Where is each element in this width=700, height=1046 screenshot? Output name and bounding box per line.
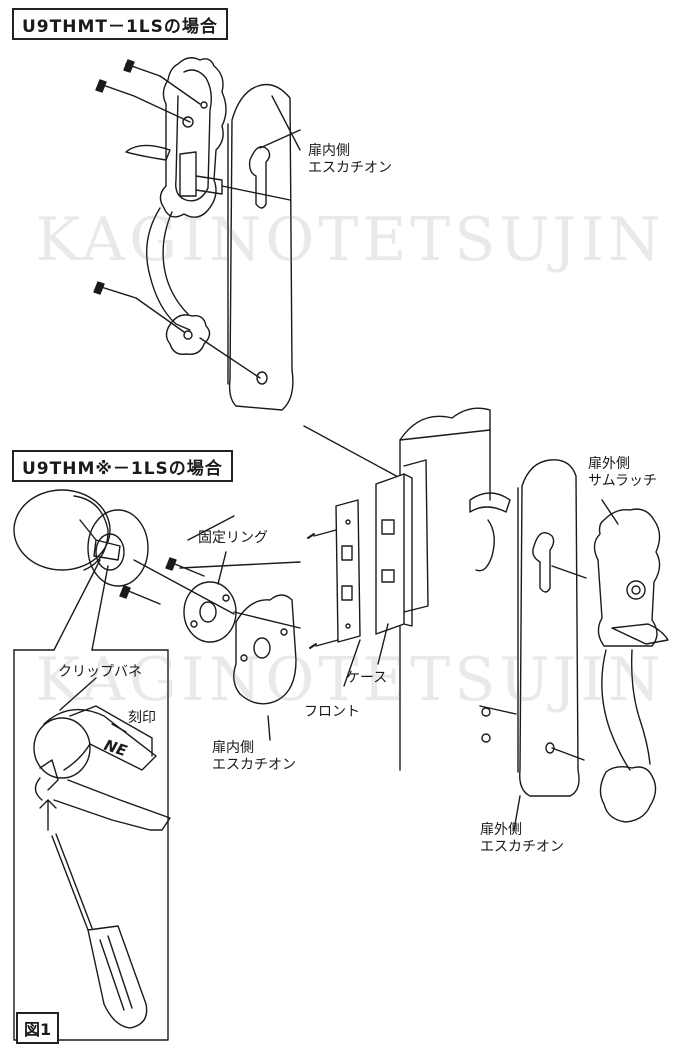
- label-line: 扉外側: [588, 456, 630, 472]
- label-clip-spring: クリップバネ: [58, 664, 142, 680]
- label-case: ケース: [346, 670, 388, 686]
- label-line: サムラッチ: [588, 473, 658, 489]
- label-inner-escutcheon-bottom: 扉内側 エスカチオン: [212, 740, 296, 774]
- label-line: エスカチオン: [480, 839, 564, 855]
- mortise-case: [375, 459, 429, 635]
- outer-thumb-latch: [593, 508, 669, 823]
- label-line: 扉内側: [212, 740, 254, 756]
- label-engraving: 刻印: [128, 710, 156, 726]
- label-line: 扉外側: [480, 822, 522, 838]
- heading-case-a: U9THMT－1LSの場合: [12, 8, 228, 40]
- label-line: エスカチオン: [212, 757, 296, 773]
- front-plate: [307, 499, 361, 649]
- outer-escutcheon: [469, 459, 580, 797]
- inner-escutcheon-small: [233, 594, 297, 705]
- heading-case-b: U9THM※－1LSの場合: [12, 450, 233, 482]
- label-line: エスカチオン: [308, 160, 392, 176]
- label-inner-escutcheon-top: 扉内側 エスカチオン: [308, 143, 392, 177]
- label-line: 扉内側: [308, 143, 350, 159]
- label-outer-escutcheon: 扉外側 エスカチオン: [480, 822, 564, 856]
- label-front: フロント: [304, 704, 360, 720]
- label-fixing-ring: 固定リング: [198, 530, 268, 546]
- inner-handle-top: [125, 57, 227, 355]
- figure1-detail: [33, 705, 171, 1029]
- screws-mid: [119, 557, 205, 605]
- figure1-frame: [13, 559, 169, 1041]
- screws-top: [93, 59, 291, 379]
- label-outer-thumb-latch: 扉外側 サムラッチ: [588, 456, 657, 490]
- knob: [13, 489, 149, 587]
- inner-escutcheon-top: [227, 83, 294, 411]
- figure-label: 図1: [16, 1012, 60, 1044]
